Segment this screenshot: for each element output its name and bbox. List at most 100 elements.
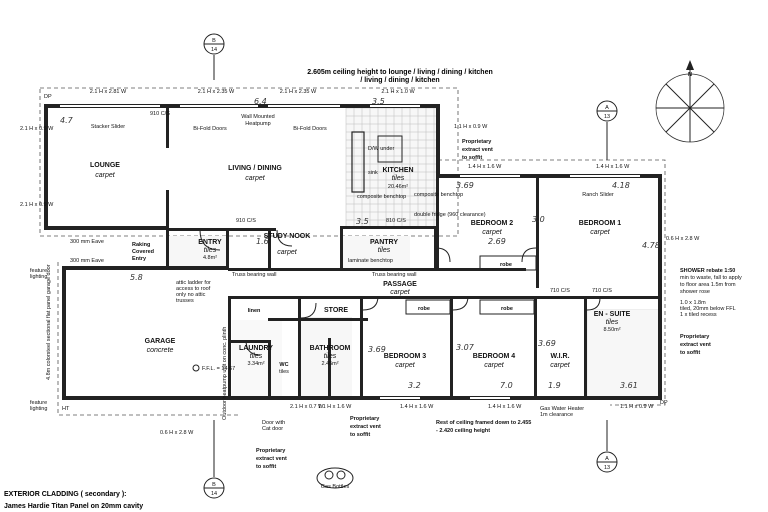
svg-text:F.F.L. = 14.67: F.F.L. = 14.67 bbox=[202, 366, 235, 372]
room-laundry-finish: tiles bbox=[250, 353, 263, 360]
shower-size-note-3: 1 x tiled recess bbox=[680, 312, 717, 318]
svg-text:3.2: 3.2 bbox=[408, 381, 421, 390]
vent-note-laundry-2: extract vent bbox=[256, 456, 287, 462]
window-label-bed4-bottom: 1.4 H x 1.6 W bbox=[488, 404, 522, 410]
window-label-garage-bottom: 0.6 H x 2.8 W bbox=[160, 430, 194, 436]
room-wc-finish: tiles bbox=[279, 369, 289, 375]
eave-label-1: 300 mm Eave bbox=[70, 239, 104, 245]
shower-note-3: to floor area 1.5m from bbox=[680, 282, 736, 288]
svg-text:2.69: 2.69 bbox=[488, 237, 506, 246]
outdoor-heatpump-label: Outdoor heatpump unit on conc. plinth bbox=[222, 327, 228, 420]
room-garage-finish: concrete bbox=[147, 347, 174, 354]
ceiling-note-2: - 2.420 ceiling height bbox=[436, 428, 490, 434]
svg-text:5.8: 5.8 bbox=[130, 273, 143, 282]
room-pantry: PANTRY bbox=[370, 239, 398, 246]
eave-outline-east bbox=[438, 159, 666, 406]
feature-lighting-1b: lighting bbox=[30, 274, 47, 280]
cat-door-label: Door with bbox=[262, 420, 285, 426]
north-arrow-label: N bbox=[688, 72, 692, 78]
window-label-lounge-top: 2.1 H x 0.9 W bbox=[20, 126, 54, 132]
vent-note-laundry: Proprietary bbox=[256, 448, 286, 454]
section-marker-b-top: B 14 bbox=[203, 33, 225, 80]
room-laundry-area: 3.34m² bbox=[247, 361, 264, 367]
shower-size-note-2: tiled, 20mm below FFL bbox=[680, 306, 736, 312]
svg-text:B: B bbox=[212, 482, 216, 488]
window-label-4: 2.1 H x 1.0 W bbox=[381, 89, 415, 95]
svg-text:6.4: 6.4 bbox=[254, 97, 267, 106]
handwritten-annotations: 4.7 6.4 3.5 3.5 3.69 3.0 4.18 4.78 2.69 … bbox=[60, 97, 660, 390]
ceiling-height-title: 2.605m ceiling height to lounge / living… bbox=[307, 69, 493, 76]
room-passage-finish: carpet bbox=[390, 289, 411, 296]
raking-entry-label-2: Covered bbox=[132, 249, 154, 255]
room-bed1: BEDROOM 1 bbox=[579, 220, 622, 227]
bifold-doors-1-label: Bi-Fold Doors bbox=[193, 126, 227, 132]
gas-heater-label-2: 1m clearance bbox=[540, 412, 573, 418]
room-ensuite: EN - SUITE bbox=[594, 311, 631, 318]
svg-text:4.78: 4.78 bbox=[642, 241, 660, 250]
eave-label-2: 300 mm Eave bbox=[70, 258, 104, 264]
room-entry-finish: tiles bbox=[204, 247, 217, 254]
window-label-bed3-bottom: 1.4 H x 1.6 W bbox=[400, 404, 434, 410]
shower-note-4: shower rose bbox=[680, 289, 710, 295]
room-laundry: LAUNDRY bbox=[239, 345, 273, 352]
cat-door-label-2: Cat door bbox=[262, 426, 283, 432]
svg-text:1.9: 1.9 bbox=[548, 381, 561, 390]
window-label-kitchen: 1.1 H x 0.9 W bbox=[454, 124, 488, 130]
svg-text:13: 13 bbox=[604, 114, 610, 120]
room-entry-area: 4.8m² bbox=[203, 255, 217, 261]
room-lounge-finish: carpet bbox=[95, 172, 116, 179]
stacker-slider-label: Stacker Slider bbox=[91, 124, 125, 130]
laminate-benchtop-label: laminate benchtop bbox=[348, 258, 393, 264]
section-marker-a-top: A 13 bbox=[596, 100, 618, 160]
gas-bottles: Gas Bottles bbox=[316, 467, 354, 490]
feature-lighting-2b: lighting bbox=[30, 406, 47, 412]
attic-ladder-label: attic ladder for bbox=[176, 280, 211, 286]
interior-walls bbox=[166, 108, 660, 400]
cs-810: 810 C/S bbox=[386, 218, 406, 224]
room-linen: linen bbox=[248, 308, 261, 314]
vent-note-ensuite: Proprietary bbox=[680, 334, 710, 340]
door-swings bbox=[199, 229, 601, 356]
shower-size-note: 1.0 x 1.8m bbox=[680, 300, 706, 306]
room-store: STORE bbox=[324, 307, 348, 314]
room-bed2: BEDROOM 2 bbox=[471, 220, 514, 227]
cs-710-1: 710 C/S bbox=[550, 288, 570, 294]
ceiling-height-title-2: / living / dining / kitchen bbox=[360, 77, 439, 84]
dp-label-2: DP bbox=[660, 400, 668, 406]
compass-sun-diagram: N bbox=[655, 60, 725, 143]
svg-text:13: 13 bbox=[604, 465, 610, 471]
vent-note-kitchen-3: to soffit bbox=[462, 155, 482, 161]
section-marker-a-bottom: A 13 bbox=[596, 420, 618, 473]
room-passage: PASSAGE bbox=[383, 281, 417, 288]
room-bed2-finish: carpet bbox=[482, 229, 503, 236]
room-bathroom-finish: tiles bbox=[324, 353, 337, 360]
composite-benchtop-label: composite benchtop bbox=[357, 194, 406, 200]
room-bed4-finish: carpet bbox=[484, 362, 505, 369]
section-marker-b-bottom: B 14 bbox=[203, 420, 225, 499]
room-living-finish: carpet bbox=[245, 175, 266, 182]
cs-910-1: 910 C/S bbox=[236, 218, 256, 224]
vent-note-ensuite-3: to soffit bbox=[680, 350, 700, 356]
svg-text:3.69: 3.69 bbox=[538, 339, 556, 348]
room-kitchen: KITCHEN bbox=[382, 167, 413, 174]
room-bed4: BEDROOM 4 bbox=[473, 353, 516, 360]
svg-text:4.18: 4.18 bbox=[612, 181, 630, 190]
room-kitchen-finish: tiles bbox=[392, 175, 405, 182]
vent-note-kitchen: Proprietary bbox=[462, 139, 492, 145]
window-marks bbox=[60, 105, 640, 399]
composite-benchtop-label-2: composite benchtop bbox=[414, 192, 463, 198]
eave-outline-garage bbox=[57, 262, 240, 416]
vent-note-bath-3: to soffit bbox=[350, 432, 370, 438]
cladding-note-2: James Hardie Titan Panel on 20mm cavity bbox=[4, 503, 143, 510]
room-lounge: LOUNGE bbox=[90, 162, 120, 169]
double-fridge-label: double fridge (960 clearance) bbox=[414, 212, 486, 218]
svg-text:3.07: 3.07 bbox=[456, 343, 475, 352]
vent-note-bath-2: extract vent bbox=[350, 424, 381, 430]
cs-910-2: 910 C/S bbox=[150, 111, 170, 117]
bifold-doors-2-label: Bi-Fold Doors bbox=[293, 126, 327, 132]
room-bed1-finish: carpet bbox=[590, 229, 611, 236]
truss-label-1: Truss bearing wall bbox=[232, 272, 276, 278]
window-label-1: 2.1 H x 2.81 W bbox=[90, 89, 127, 95]
svg-text:3.5: 3.5 bbox=[372, 97, 385, 106]
ht-label: HT bbox=[62, 406, 70, 412]
